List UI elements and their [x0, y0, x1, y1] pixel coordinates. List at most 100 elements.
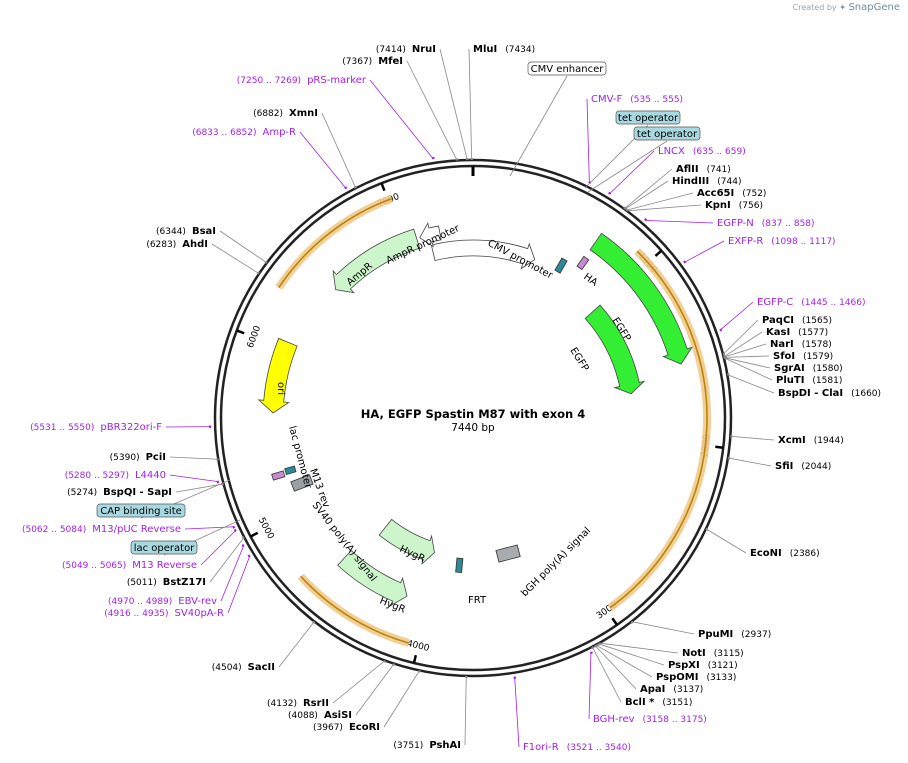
enzyme-pos: (741): [707, 165, 731, 175]
primer-ebv-rev: (4970 .. 4989)EBV-rev: [108, 596, 217, 607]
leader-primer-l4440: [169, 474, 219, 483]
enzyme-pos: (3121): [708, 661, 738, 671]
cmv-promoter-arrow: [430, 239, 536, 270]
tick-mark-5000: [250, 531, 259, 538]
primer-pos: (5280 .. 5297): [65, 471, 129, 481]
enzyme-mfei: (7367)MfeI: [342, 56, 403, 67]
leader-primer-m13-reverse-tick: [233, 528, 237, 532]
bgh-polya-box: [495, 544, 521, 563]
primer-lncx: LNCX (635 .. 659): [658, 146, 746, 157]
leader-primer-sv40pa-r-tick: [247, 554, 251, 558]
leader-enzyme-xmni-tick: [353, 185, 357, 189]
enzyme-pos: (744): [717, 177, 741, 187]
egfp-arrow-outer: [589, 232, 693, 365]
leader-box-cmv-enhancer-0: [509, 75, 568, 177]
primer-name: M13/pUC Reverse: [92, 524, 181, 535]
primer-m13-reverse: (5049 .. 5065)M13 Reverse: [62, 560, 197, 571]
leader-enzyme-bspdi-clai: [727, 374, 775, 394]
boxed-feature-tet-operator: tet operator: [618, 113, 679, 124]
egfp-arrow-inner: [584, 304, 646, 395]
lac-operator-marker: [284, 465, 297, 476]
enzyme-pos: (3967): [313, 723, 343, 733]
primer-pos: (535 .. 555): [630, 95, 683, 105]
boxed-feature-lac-operator-bg: [130, 540, 198, 555]
leader-primer-ebv-rev: [220, 544, 245, 602]
enzyme-paqci: PaqCI(1565): [762, 315, 832, 326]
enzyme-acc65i: Acc65I(752): [697, 188, 766, 199]
primer-l4440: (5280 .. 5297)L4440: [65, 470, 166, 481]
enzyme-kpni: KpnI(756): [705, 200, 763, 211]
enzyme-pos: (1944): [814, 436, 844, 446]
leader-enzyme-ppumi: [631, 621, 695, 635]
leader-enzyme-xcmi: [730, 435, 775, 441]
enzyme-name: EcoNI: [750, 548, 782, 559]
enzyme-pos: (752): [742, 189, 766, 199]
enzyme-pos: (2044): [801, 462, 831, 472]
leader-enzyme-ahdi-tick: [256, 271, 260, 275]
leader-primer-egfp-c: [719, 301, 754, 331]
enzyme-pos: (6344): [156, 227, 186, 237]
leader-enzyme-ahdi: [211, 243, 260, 275]
leader-enzyme-pspxi: [597, 643, 665, 666]
tet-operator-marker: [554, 257, 568, 274]
primer-pos: (1445 .. 1466): [801, 298, 865, 308]
enzyme-pos: (3115): [714, 649, 744, 659]
enzyme-bsai: (6344) BsaI: [156, 226, 216, 237]
leader-enzyme-bspqi-sapi: [175, 483, 224, 493]
enzyme-pos: (6283): [146, 240, 176, 250]
primer-name: EXFP-R: [728, 236, 763, 247]
enzyme-pos: (1578): [802, 340, 832, 350]
leader-enzyme-bspqi-sapi-tick: [221, 482, 224, 486]
leader-primer-lncx: [608, 150, 655, 195]
enzyme-noti: NotI (3115): [682, 648, 744, 659]
leader-enzyme-bstz17i-tick: [241, 536, 245, 540]
leader-enzyme-mfei: [406, 60, 458, 161]
enzyme-name: BsaI: [192, 226, 216, 237]
enzyme-nari: NarI(1578): [770, 339, 832, 350]
primer-pos: (635 .. 659): [693, 147, 746, 157]
leader-enzyme-econi-tick: [705, 527, 709, 531]
enzyme-mlui: MluI(7434): [473, 44, 535, 55]
egfp-inner-label: EGFP: [567, 346, 590, 374]
plasmid-title: HA, EGFP Spastin M87 with exon 4: [361, 407, 585, 421]
enzyme-pos: (1580): [813, 364, 843, 374]
leader-enzyme-hindiii-tick: [623, 206, 627, 211]
enzyme-name: AflII: [676, 164, 699, 175]
leader-primer-egfp-n-tick: [644, 218, 648, 222]
leader-primer-sv40pa-r: [227, 555, 251, 614]
boxed-feature-tet-operator: tet operator: [637, 129, 698, 140]
boxed-feature-cap-binding-site: CAP binding site: [100, 506, 182, 517]
cap-site-marker: [271, 470, 286, 481]
label-leaders: [140, 48, 775, 748]
ha-label: HA: [581, 271, 599, 288]
enzyme-xmni: (6882)XmnI: [253, 108, 318, 119]
enzyme-name: KasI: [766, 327, 790, 338]
leader-enzyme-hindiii: [624, 180, 669, 210]
leader-enzyme-pspxi-tick: [596, 643, 601, 647]
sv40-polya-box: [290, 474, 314, 492]
primer-name: SV40pA-R: [175, 608, 224, 619]
primer-name: LNCX: [658, 146, 685, 157]
leader-enzyme-paqci: [722, 319, 759, 355]
enzyme-name: NotI: [682, 648, 706, 659]
enzyme-name: PshAI: [429, 740, 461, 751]
enzyme-pos: (1660): [851, 389, 881, 399]
enzyme-pos: (5274): [67, 488, 97, 498]
enzyme-sfii: SfiI(2044): [775, 461, 831, 472]
enzyme-name: HindIII: [672, 176, 709, 187]
enzyme-pluti: PluTI(1581): [776, 375, 842, 386]
leader-enzyme-econi: [705, 528, 747, 554]
leader-enzyme-pspomi: [595, 644, 653, 678]
primer-sv40pa-r: (4916 .. 4935)SV40pA-R: [104, 608, 224, 619]
enzyme-bspdi-clai: BspDI - ClaI (1660): [778, 388, 881, 399]
leader-enzyme-ecori: [383, 670, 420, 728]
leader-primer-bgh-rev-tick: [589, 651, 593, 655]
leader-primer-amp-r: [299, 131, 347, 189]
enzyme-name: BspDI - ClaI: [778, 388, 843, 399]
enzyme-pos: (756): [739, 201, 763, 211]
leader-enzyme-mlui: [468, 48, 473, 161]
enzyme-name: BclI *: [625, 697, 655, 708]
enzyme-name: SacII: [248, 662, 275, 673]
frt-label: FRT: [468, 595, 487, 606]
